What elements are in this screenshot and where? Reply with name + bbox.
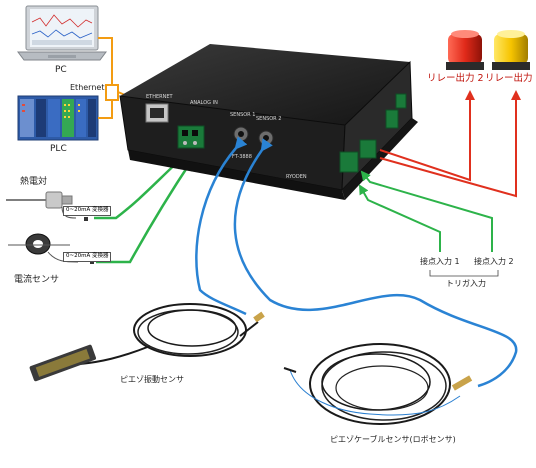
relay-output-label-2: リレー出力 2 [485, 73, 536, 84]
device-sensor1-label: SENSOR 1 [230, 112, 255, 118]
ft-device: ETHERNET ANALOG IN SENSOR 1 SENSOR 2 FT-… [119, 44, 418, 200]
device-model-label: FT-3888 [232, 154, 252, 160]
device-analog-in-label: ANALOG IN [190, 100, 218, 106]
relay-lamp-yellow [492, 30, 530, 70]
current-sensor-clamp [8, 233, 94, 264]
converter-1-box: 0~20mA 変換器 [63, 206, 112, 216]
relay-wiring [379, 90, 521, 198]
ethernet-wiring [98, 37, 147, 119]
trigger-wiring [359, 170, 493, 252]
piezo-cable-label: ピエゾケーブルセンサ(ロボセンサ) [330, 435, 456, 444]
piezo-cable-sensor [283, 343, 473, 425]
relay-lamp-red [446, 30, 484, 70]
relay-output-label-1: リレー出力 2 [427, 73, 484, 84]
device-ethernet-label: ETHERNET [146, 94, 174, 100]
contact-input-1-label: 接点入力 1 [420, 257, 460, 266]
thermocouple-probe [6, 191, 88, 221]
plc-rack [17, 95, 99, 141]
pc-laptop [17, 5, 107, 61]
trigger-input-label: トリガ入力 [446, 279, 486, 288]
piezo-vibration-label: ピエゾ振動センサ [120, 375, 184, 384]
current-sensor-label: 電流センサ [14, 275, 60, 285]
piezo-vibration-sensor [29, 303, 265, 382]
converter-2-box: 0~20mA 変換器 [63, 252, 112, 262]
thermocouple-label: 熱電対 [20, 177, 48, 187]
pc-label: PC [55, 65, 67, 75]
device-sensor2-label: SENSOR 2 [256, 116, 281, 122]
sensor-wiring [195, 136, 518, 388]
ethernet-label: Ethernet [70, 83, 105, 92]
device-brand-label: RYODEN [286, 174, 307, 180]
trigger-bracket [429, 270, 499, 277]
plc-label: PLC [50, 144, 67, 154]
contact-input-2-label: 接点入力 2 [474, 257, 514, 266]
